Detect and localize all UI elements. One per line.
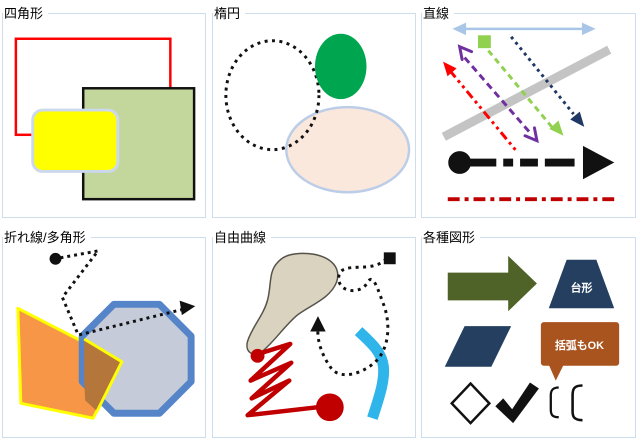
panel-title-various: 各種図形: [422, 229, 481, 246]
freeform-blob: [246, 252, 339, 355]
panel-polygons: 折れ線/多角形: [2, 229, 206, 438]
block-arrow-right: [447, 255, 537, 312]
panel-freeform: 自由曲線: [212, 229, 416, 438]
peach-ellipse: [285, 105, 411, 194]
panel-title-lines: 直線: [422, 5, 455, 22]
panel-title-polygons: 折れ線/多角形: [3, 229, 91, 246]
diamond-outline: [450, 381, 492, 425]
navy-dotted-arrow: [510, 35, 585, 127]
purple-dashed-arrow: [457, 44, 539, 144]
parallelogram: [444, 326, 512, 367]
dotted-curve-arrow: [310, 252, 396, 377]
left-bracket-large: [571, 384, 583, 422]
check-mark: [495, 382, 539, 424]
yellow-rounded-rectangle: [31, 108, 120, 173]
panel-ellipses: 楕円: [212, 5, 416, 218]
freeform-canvas: [245, 252, 396, 422]
trapezoid: [548, 259, 615, 309]
callout-tail: [548, 364, 564, 381]
ellipses-canvas: [224, 33, 411, 194]
panel-title-ellipses: 楕円: [213, 5, 246, 22]
dotted-circle: [224, 39, 321, 152]
left-bracket-small: [549, 386, 559, 419]
various-shapes-canvas: 台形 括弧もOK: [444, 255, 620, 425]
gray-thick-line: [441, 45, 612, 141]
panel-various-shapes: 各種図形 台形 括弧もOK: [421, 229, 636, 438]
blue-thick-curve: [354, 327, 390, 420]
trapezoid-label: 台形: [571, 280, 593, 294]
rectangles-canvas: [14, 37, 196, 201]
red-scribble: [245, 341, 344, 422]
callout-label: 括弧もOK: [555, 338, 604, 352]
dotted-polyline-arrow: [49, 248, 196, 337]
callout-body: [540, 322, 620, 366]
panel-title-freeform: 自由曲線: [213, 229, 272, 246]
trapezoid-shape: 台形: [548, 259, 615, 309]
polygons-canvas: [16, 248, 196, 420]
panel-lines: 直線: [421, 5, 636, 218]
overlap-yellow-edge: [83, 337, 124, 412]
panel-title-rectangles: 四角形: [3, 5, 49, 22]
panel-rectangles: 四角形: [2, 5, 206, 218]
green-dashed-arrow: [477, 35, 564, 136]
red-dash-dot-arrow: [442, 61, 518, 152]
black-dashed-arrow-line: [448, 145, 615, 180]
speech-callout: 括弧もOK: [540, 322, 620, 381]
lines-canvas: [441, 22, 616, 202]
double-headed-arrow: [452, 22, 596, 36]
green-ellipse: [314, 33, 367, 100]
